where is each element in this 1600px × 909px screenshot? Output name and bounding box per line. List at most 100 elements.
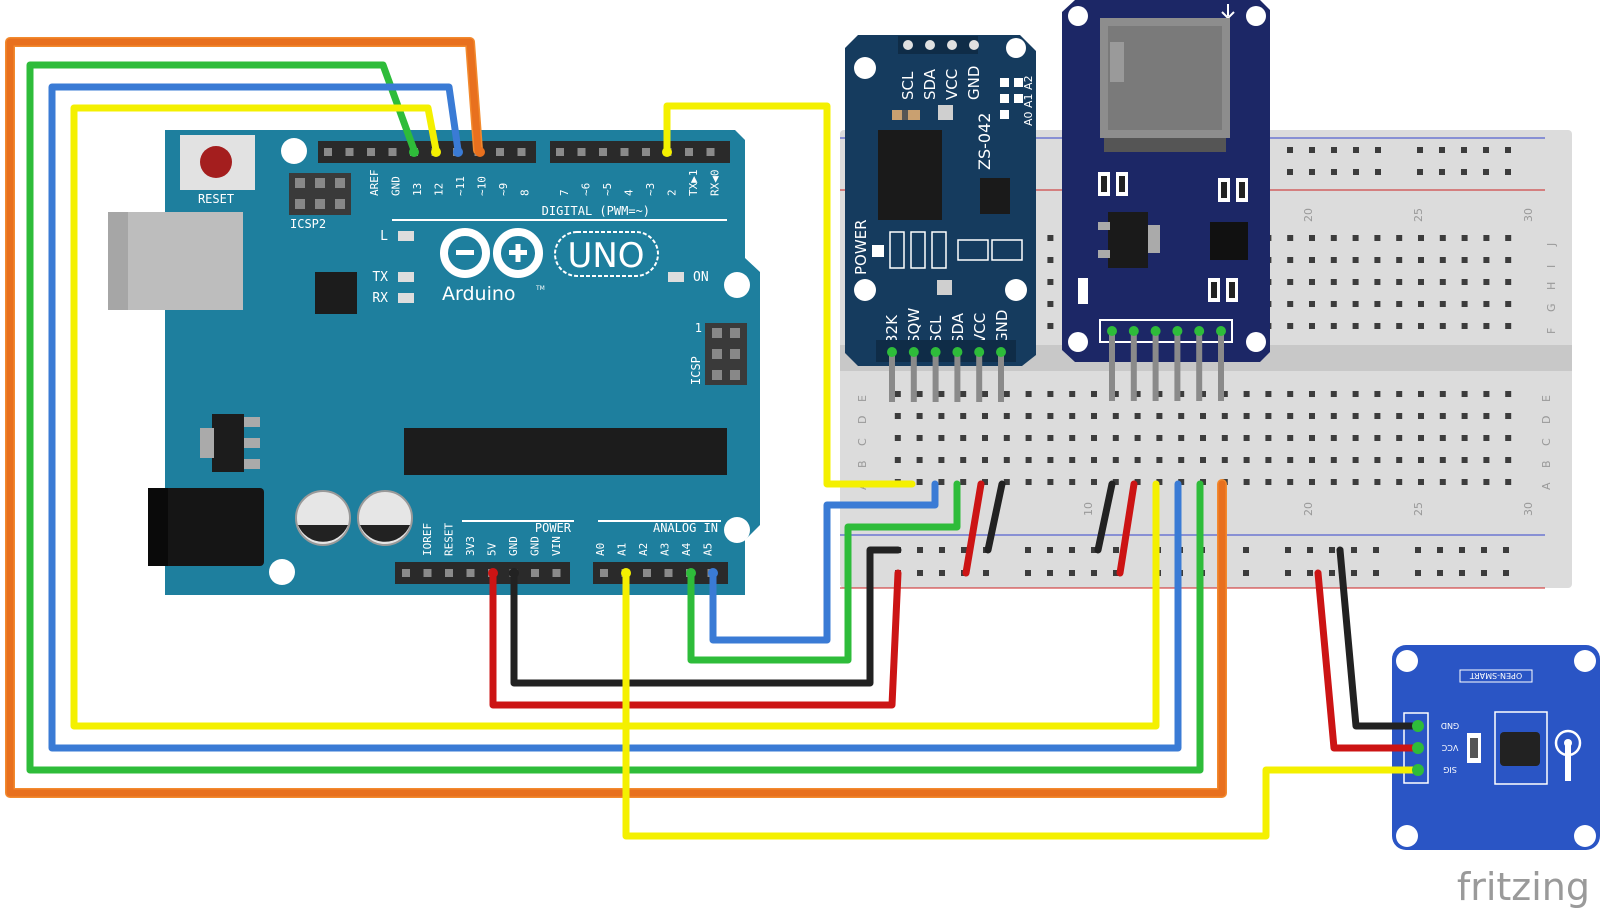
usb-connector [108,212,243,310]
breadboard-hole [1330,235,1337,241]
breadboard-hole [1439,391,1446,397]
uno-label: UNO [567,236,644,276]
touch-pad [1500,732,1540,766]
module-pin-pad [1216,326,1226,336]
pin-hole [706,148,715,156]
on-led-label: ON [693,270,709,285]
breadboard-hole [1307,570,1313,576]
breadboard-hole [1439,323,1446,329]
breadboard-hole [1287,301,1294,307]
breadboard-hole [1330,479,1337,485]
breadboard-hole [1134,457,1141,463]
analog-pin-label: A0 [594,543,607,556]
breadboard-hole [1200,457,1206,463]
breadboard-hole [1156,457,1163,463]
breadboard-hole [1505,323,1512,329]
breadboard-hole [1091,479,1097,485]
breadboard-hole [1265,457,1272,463]
breadboard-hole [1221,413,1228,419]
rtc-power-label: POWER [852,219,870,275]
breadboard-hole [938,391,945,397]
rtc-top-pin-label: SCL [899,71,917,100]
breadboard-hole [1505,235,1512,241]
module-pin [932,352,939,402]
pin-hole [599,148,607,156]
breadboard-hole [1025,391,1032,397]
breadboard-hole [1025,570,1031,576]
breadboard-hole [1330,435,1337,441]
power-header-label: POWER [535,521,572,535]
capacitor [295,490,351,546]
usb-connector-lip [108,212,128,310]
row-letter: G [1545,303,1558,312]
icsp2-label: ICSP2 [290,217,326,231]
digital-pin-label: ~6 [580,183,593,196]
icsp-label: ICSP [689,356,703,385]
module-pin [1196,331,1203,401]
digital-pin-label: ~9 [497,183,510,196]
digital-pin-label: TX▶1 [687,170,700,197]
sensor-pin-labels: GND VCC SIG [1441,721,1459,774]
analog-pin-label: A3 [659,543,672,556]
sd-card-module [1062,0,1270,401]
breadboard-hole [1178,391,1185,397]
breadboard-hole [1330,301,1337,307]
breadboard-hole [1309,279,1315,285]
breadboard-hole [1221,435,1228,441]
breadboard-hole [1418,301,1424,307]
breadboard-hole [1483,413,1490,419]
breadboard-hole [1047,570,1053,576]
breadboard-hole [1505,147,1511,153]
icsp2-header [289,173,351,215]
atmega-chip [404,428,727,475]
row-letter: D [1540,416,1553,424]
breadboard-hole [1396,457,1403,463]
arduino-brand-label: Arduino [442,283,516,305]
mount-hole [724,517,750,543]
breadboard-hole [1483,435,1490,441]
breadboard-hole [1156,413,1163,419]
breadboard-hole [916,435,923,441]
breadboard-hole [1134,391,1141,397]
sensor-brand-label: OPEN-SMART [1470,671,1522,680]
pin-hole [556,148,564,156]
module-pin-pad [1107,326,1117,336]
breadboard-hole [1374,235,1381,241]
power-pin-label: IOREF [421,523,434,556]
breadboard-hole [1418,257,1424,263]
breadboard-hole [1112,457,1119,463]
breadboard-hole [1439,235,1446,241]
module-pin-pad [887,347,897,357]
breadboard-hole [1396,257,1403,263]
breadboard-hole [1415,547,1421,553]
power-header [395,562,570,584]
breadboard-hole [1025,457,1032,463]
breadboard-hole [1309,235,1315,241]
breadboard-hole [1373,570,1379,576]
sensor-pin-label: VCC [1441,743,1458,752]
rtc-top-pin-labels: SCL SDA VCC GND [899,66,983,100]
breadboard-hole [1481,547,1487,553]
rtc-pin-legs [887,347,1006,402]
mount-hole [724,272,750,298]
breadboard-hole [1418,323,1424,329]
breadboard-hole [1418,391,1424,397]
breadboard-hole [1309,147,1315,153]
analog-header-label: ANALOG IN [653,521,718,535]
digital-pin-label: AREF [368,170,381,197]
breadboard-hole [1437,547,1443,553]
row-letter: D [856,416,869,424]
breadboard-hole [894,413,901,419]
pin-hole [577,148,586,156]
breadboard-hole [1483,301,1490,307]
digital-label: DIGITAL (PWM=~) [542,204,650,218]
breadboard-hole [1069,570,1075,576]
reset-button[interactable] [200,146,232,178]
breadboard-hole [1178,435,1185,441]
breadboard-hole [1047,323,1054,329]
breadboard-hole [1329,570,1335,576]
breadboard-hole [1439,147,1445,153]
row-letters-top: J I H G F [1545,243,1558,334]
breadboard-hole [1374,301,1381,307]
sensor-pin-label: SIG [1443,765,1457,774]
